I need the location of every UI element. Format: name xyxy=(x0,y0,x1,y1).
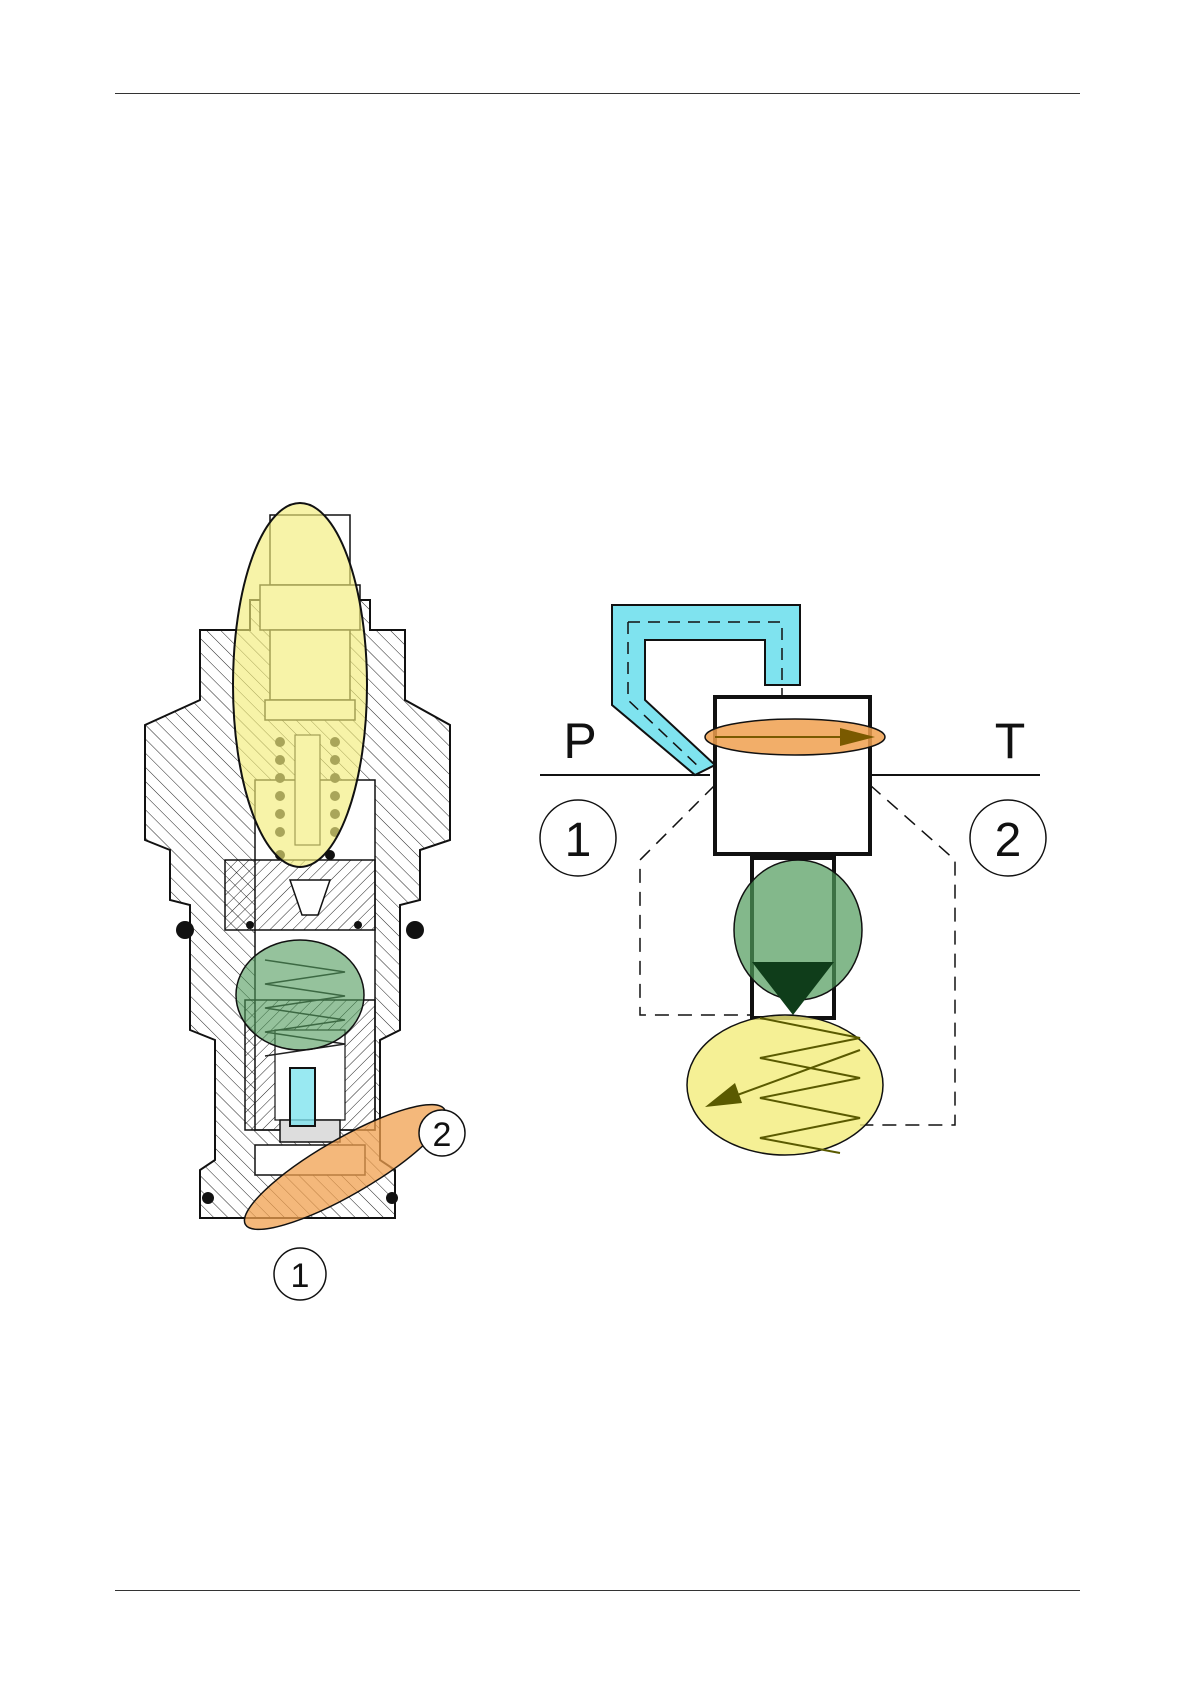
svg-text:1: 1 xyxy=(291,1257,310,1295)
svg-text:1: 1 xyxy=(565,814,592,867)
port-t-label: T xyxy=(995,713,1026,769)
cartridge-section-view: 2 1 xyxy=(145,503,465,1300)
port-p-label: P xyxy=(563,713,596,769)
spring-seat-highlight xyxy=(236,940,364,1050)
svg-text:2: 2 xyxy=(433,1116,452,1154)
section-port-1-label: 1 xyxy=(274,1248,326,1300)
svg-text:2: 2 xyxy=(995,814,1022,867)
symbol-port-2-label: 2 xyxy=(970,800,1046,876)
hydraulic-symbol: P T 1 2 xyxy=(540,605,1046,1155)
section-port-2-label: 2 xyxy=(419,1110,465,1156)
orifice-highlight xyxy=(290,1068,315,1126)
adjuster-highlight xyxy=(233,503,367,867)
symbol-port-1-label: 1 xyxy=(540,800,616,876)
